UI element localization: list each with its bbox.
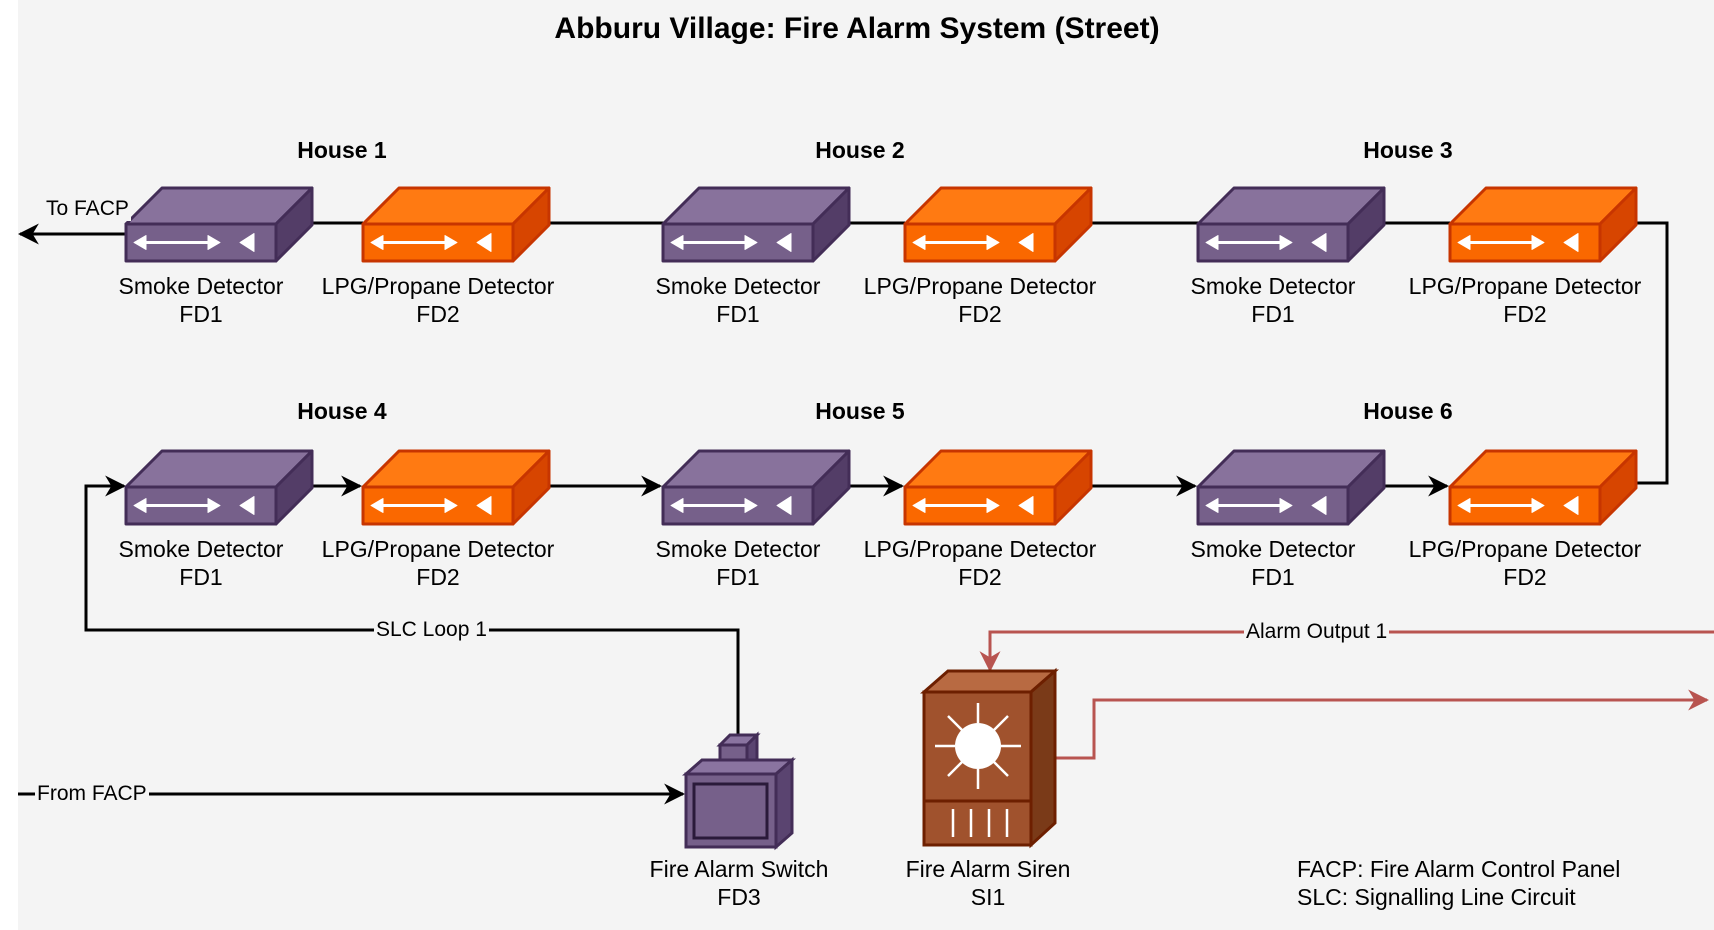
device-type: LPG/Propane Detector xyxy=(321,273,555,299)
device-id: FD1 xyxy=(1251,564,1295,590)
device-type: LPG/Propane Detector xyxy=(863,273,1097,299)
connector-siren-to-output xyxy=(1055,689,1710,760)
diagram-title: Abburu Village: Fire Alarm System (Stree… xyxy=(554,12,1160,45)
house1-heading: House 1 xyxy=(297,137,387,163)
house6-smoke-detector-icon[interactable] xyxy=(1196,449,1386,526)
device-id: FD2 xyxy=(1503,564,1547,590)
legend-item-slc: SLC: Signalling Line Circuit xyxy=(1297,884,1576,910)
house6-heading: House 6 xyxy=(1363,398,1453,424)
house1-smoke-detector-icon[interactable] xyxy=(124,186,314,263)
house1-lpg-detector-icon[interactable] xyxy=(361,186,551,263)
siren-radiating-arrows xyxy=(935,703,1021,837)
house3-smoke-detector-icon[interactable] xyxy=(1196,186,1386,263)
siren-id: SI1 xyxy=(970,884,1006,910)
devices xyxy=(124,186,1638,526)
house5-heading: House 5 xyxy=(815,398,905,424)
fire-alarm-siren-label: Fire Alarm Siren SI1 xyxy=(858,855,1118,911)
device-type: Smoke Detector xyxy=(118,536,284,562)
device-id: FD2 xyxy=(416,301,460,327)
device-id: FD2 xyxy=(1503,301,1547,327)
fire-alarm-siren-icon[interactable] xyxy=(920,667,1059,849)
house4-heading: House 4 xyxy=(297,398,387,424)
device-type: Smoke Detector xyxy=(655,273,821,299)
device-type: LPG/Propane Detector xyxy=(1408,536,1642,562)
switch-type: Fire Alarm Switch xyxy=(649,856,829,882)
house5-smoke-detector-icon[interactable] xyxy=(661,449,851,526)
house5-lpg-detector-icon[interactable] xyxy=(903,449,1093,526)
device-type: LPG/Propane Detector xyxy=(863,536,1097,562)
device-type: Smoke Detector xyxy=(655,536,821,562)
device-type: LPG/Propane Detector xyxy=(321,536,555,562)
device-id: FD2 xyxy=(958,301,1002,327)
house3-lpg-detector-icon[interactable] xyxy=(1448,186,1638,263)
device-type: LPG/Propane Detector xyxy=(1408,273,1642,299)
to-facp-label: To FACP xyxy=(44,197,131,221)
switch-id: FD3 xyxy=(717,884,761,910)
legend: FACP: Fire Alarm Control Panel SLC: Sign… xyxy=(1297,855,1620,911)
alarm-connections xyxy=(979,630,1714,760)
device-id: FD1 xyxy=(716,564,760,590)
slc-loop-label: SLC Loop 1 xyxy=(374,618,489,642)
device-id: FD2 xyxy=(958,564,1002,590)
device-id: FD1 xyxy=(179,301,223,327)
connector-alarm-output-to-siren xyxy=(979,630,1714,673)
device-id: FD1 xyxy=(716,301,760,327)
house3-heading: House 3 xyxy=(1363,137,1453,163)
siren-type: Fire Alarm Siren xyxy=(905,856,1071,882)
house2-heading: House 2 xyxy=(815,137,905,163)
connector-h6lpg-to-h3lpg xyxy=(1597,212,1669,485)
device-id: FD2 xyxy=(416,564,460,590)
from-facp-label: From FACP xyxy=(35,782,149,806)
fire-alarm-switch-label: Fire Alarm Switch FD3 xyxy=(609,855,869,911)
device-type: Smoke Detector xyxy=(1190,536,1356,562)
house4-lpg-detector-icon[interactable] xyxy=(361,449,551,526)
house2-smoke-detector-icon[interactable] xyxy=(661,186,851,263)
device-id: FD1 xyxy=(1251,301,1295,327)
device-id: FD1 xyxy=(179,564,223,590)
device-type: Smoke Detector xyxy=(1190,273,1356,299)
fire-alarm-switch-icon[interactable] xyxy=(682,731,796,851)
house2-lpg-detector-icon[interactable] xyxy=(903,186,1093,263)
legend-item-facp: FACP: Fire Alarm Control Panel xyxy=(1297,856,1621,882)
alarm-output-label: Alarm Output 1 xyxy=(1244,620,1390,644)
connector-switch-to-house4 xyxy=(84,475,740,742)
house4-smoke-detector-icon[interactable] xyxy=(124,449,314,526)
house6-lpg-detector-icon[interactable] xyxy=(1448,449,1638,526)
device-type: Smoke Detector xyxy=(118,273,284,299)
